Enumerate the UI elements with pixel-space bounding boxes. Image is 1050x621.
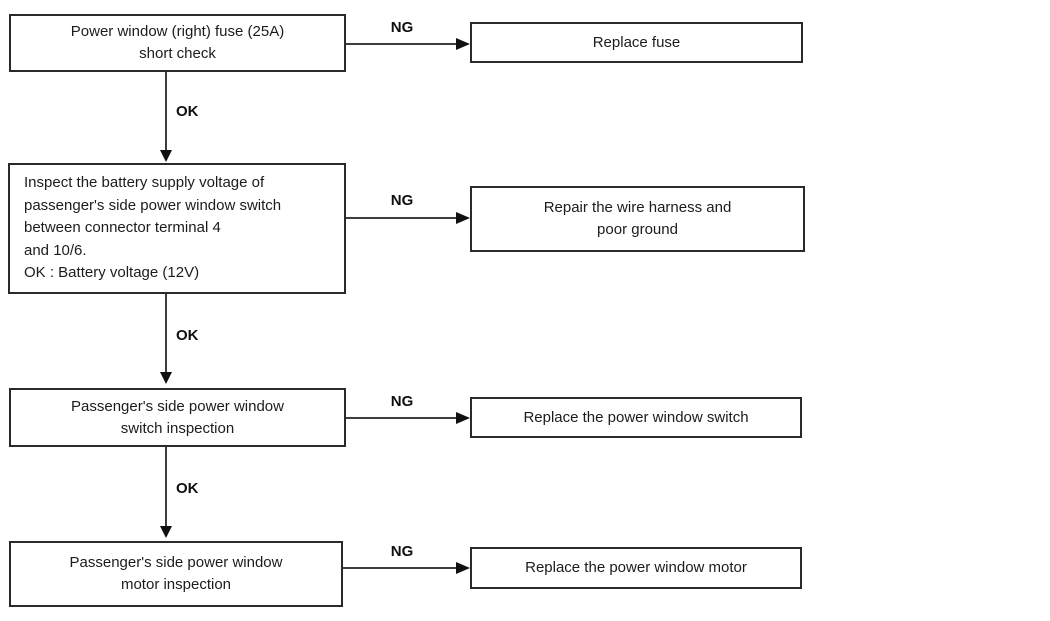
step-3-check-box: Passenger's side power window switch ins… <box>9 388 346 447</box>
box-text-line: Replace the power window switch <box>523 408 749 426</box>
right-arrowhead-icon <box>456 38 470 50</box>
ng-label-2: NG <box>390 192 414 209</box>
box-text-line: Replace the power window motor <box>525 559 747 576</box>
step-3-ng-action-box: Replace the power window switch <box>470 397 802 438</box>
step-4-check-box: Passenger's side power window motor insp… <box>9 541 343 607</box>
ok-connector-line-3 <box>165 447 167 526</box>
box-text-line: between connector terminal 4 <box>24 219 221 237</box>
right-arrowhead-icon <box>456 562 470 574</box>
down-arrowhead-icon <box>160 372 172 384</box>
ng-connector-line-4 <box>343 567 457 569</box>
ok-label-1: OK <box>176 103 199 120</box>
ok-connector-line-1 <box>165 72 167 151</box>
box-text-line: short check <box>139 45 216 62</box>
box-text-line: poor ground <box>597 221 678 238</box>
down-arrowhead-icon <box>160 526 172 538</box>
box-text-line: Passenger's side power window <box>69 554 283 571</box>
down-arrowhead-icon <box>160 150 172 162</box>
step-2-ng-action-box: Repair the wire harness and poor ground <box>470 186 805 252</box>
box-text-line: switch inspection <box>120 419 235 437</box>
step-1-check-box: Power window (right) fuse (25A) short ch… <box>9 14 346 72</box>
right-arrowhead-icon <box>456 212 470 224</box>
right-arrowhead-icon <box>456 412 470 424</box>
ng-connector-line-3 <box>346 417 457 419</box>
ng-label-1: NG <box>390 19 414 36</box>
ng-label-3: NG <box>390 393 414 410</box>
ok-connector-line-2 <box>165 294 167 373</box>
step-2-check-box: Inspect the battery supply voltage of pa… <box>8 163 346 294</box>
ok-label-2: OK <box>176 327 199 344</box>
box-text-line: Replace fuse <box>592 33 681 51</box>
box-text-line: OK : Battery voltage (12V) <box>24 264 200 282</box>
box-text-line: Inspect the battery supply voltage of <box>24 174 265 192</box>
step-4-ng-action-box: Replace the power window motor <box>470 547 802 589</box>
step-1-ng-action-box: Replace fuse <box>470 22 803 63</box>
box-text-line: Passenger's side power window <box>71 397 284 415</box>
box-text-line: motor inspection <box>120 576 232 593</box>
box-text-line: Power window (right) fuse (25A) <box>70 23 285 40</box>
ng-label-4: NG <box>390 543 414 560</box>
ng-connector-line-2 <box>346 217 457 219</box>
box-text-line: Repair the wire harness and <box>543 199 732 216</box>
ng-connector-line-1 <box>346 43 457 45</box>
ok-label-3: OK <box>176 480 199 497</box>
box-text-line: and 10/6. <box>24 241 87 259</box>
box-text-line: passenger's side power window switch <box>24 196 282 214</box>
